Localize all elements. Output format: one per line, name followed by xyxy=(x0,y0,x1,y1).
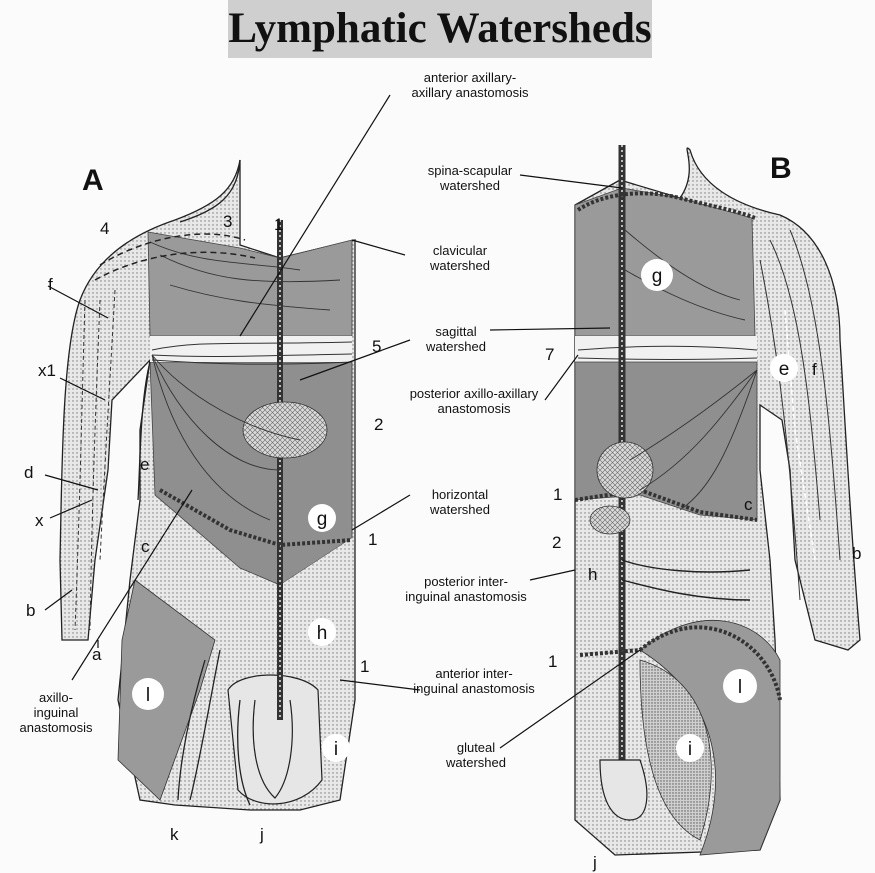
label-ant-inter-1: anterior inter- xyxy=(435,666,512,681)
label-spina-2: watershed xyxy=(439,178,500,193)
label-spina-1: spina-scapular xyxy=(428,163,513,178)
label-post-inter-1: posterior inter- xyxy=(424,574,508,589)
sagittal-band xyxy=(150,336,352,362)
marker-a-k: k xyxy=(170,825,179,844)
panel-letter-a: A xyxy=(82,164,104,197)
marker-b-i: i xyxy=(688,739,692,760)
label-clavicular-2: watershed xyxy=(429,258,490,273)
figure-a-front xyxy=(60,160,355,810)
marker-a-d: d xyxy=(24,463,33,482)
panel-letter-b: B xyxy=(770,152,792,185)
genital-outline xyxy=(228,675,322,804)
label-clavicular-1: clavicular xyxy=(433,243,488,258)
marker-a-j: j xyxy=(259,825,264,844)
label-anterior-axillary-2: axillary anastomosis xyxy=(411,85,529,100)
marker-a-2: 2 xyxy=(374,415,383,434)
marker-a-x: x xyxy=(35,511,44,530)
label-anterior-axillary-1: anterior axillary- xyxy=(424,70,516,85)
marker-a-1-low: 1 xyxy=(360,657,369,676)
marker-a-e: e xyxy=(140,455,149,474)
marker-b-2: 2 xyxy=(552,533,561,552)
label-ant-inter-2: inguinal anastomosis xyxy=(413,681,535,696)
marker-b-1-low: 1 xyxy=(548,652,557,671)
marker-b-7: 7 xyxy=(545,345,554,364)
marker-b-1-mid: 1 xyxy=(553,485,562,504)
marker-a-x1: x1 xyxy=(38,361,56,380)
marker-b-h: h xyxy=(588,565,597,584)
marker-a-4: 4 xyxy=(100,219,109,238)
marker-a-g: g xyxy=(317,509,328,530)
marker-b-b: b xyxy=(852,544,861,563)
marker-a-5: 5 xyxy=(372,337,381,356)
marker-b-c: c xyxy=(744,495,753,514)
back-sagittal-band xyxy=(575,336,757,362)
label-post-inter-2: inguinal anastomosis xyxy=(405,589,527,604)
marker-b-l: l xyxy=(738,677,742,698)
label-sagittal-2: watershed xyxy=(425,339,486,354)
marker-b-j: j xyxy=(592,853,597,872)
label-post-axillo-2: anastomosis xyxy=(438,401,511,416)
marker-a-1-mid: 1 xyxy=(368,530,377,549)
label-horizontal-2: watershed xyxy=(429,502,490,517)
marker-a-b: b xyxy=(26,601,35,620)
marker-a-1-top: 1 xyxy=(274,215,283,234)
label-post-axillo-1: posterior axillo-axillary xyxy=(410,386,539,401)
label-axillo-3: anastomosis xyxy=(20,720,93,735)
label-gluteal-2: watershed xyxy=(445,755,506,770)
back-node-cluster xyxy=(597,442,653,498)
label-gluteal-1: gluteal xyxy=(457,740,495,755)
label-sagittal-1: sagittal xyxy=(435,324,476,339)
marker-a-3: 3 xyxy=(223,212,232,231)
label-axillo-2: inguinal xyxy=(34,705,79,720)
marker-b-e: e xyxy=(779,359,790,380)
marker-b-g: g xyxy=(652,266,663,287)
marker-a-c: c xyxy=(141,537,150,556)
marker-a-f: f xyxy=(48,275,53,294)
figure-b-back xyxy=(575,145,860,855)
label-axillo-1: axillo- xyxy=(39,690,73,705)
label-horizontal-1: horizontal xyxy=(432,487,488,502)
marker-a-a: a xyxy=(92,645,102,664)
marker-a-l: l xyxy=(146,685,150,706)
node-cluster-2 xyxy=(243,402,327,458)
marker-a-i: i xyxy=(334,739,338,760)
marker-b-f: f xyxy=(812,360,817,379)
marker-a-h: h xyxy=(317,623,328,644)
